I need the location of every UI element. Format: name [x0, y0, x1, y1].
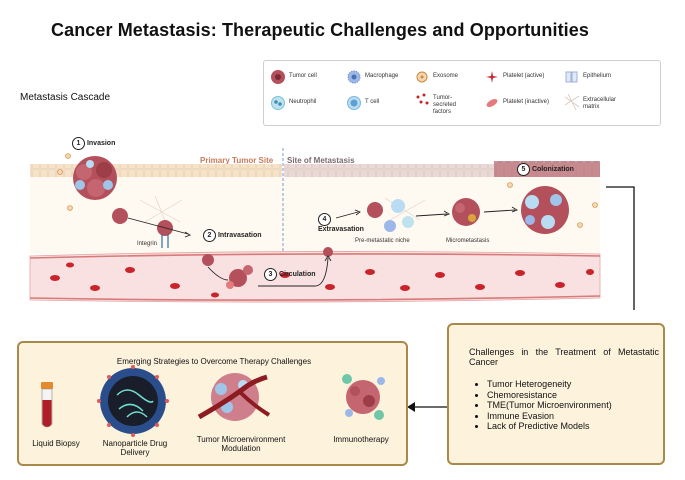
immunotherapy-icon [342, 374, 385, 420]
page-title: Cancer Metastasis: Therapeutic Challenge… [50, 20, 590, 40]
strategy-nanoparticle: Nanoparticle Drug Delivery [102, 439, 168, 457]
exosome-icon [416, 71, 428, 83]
epithelium-metastasis [284, 164, 494, 177]
cascade-arrows [127, 206, 519, 287]
ecm-icon [564, 93, 580, 111]
blood-vessel [29, 251, 601, 303]
red-blood-cells [50, 262, 594, 298]
tumor-factors-icon [416, 93, 429, 105]
strategy-liquid-biopsy: Liquid Biopsy [32, 439, 80, 448]
arrow-to-challenges [606, 186, 635, 310]
invading-cell [112, 208, 128, 224]
challenge-item: Chemoresistance [487, 390, 612, 401]
micrometastasis-label: Micrometastasis [446, 238, 490, 244]
step-invasion: 1 Invasion [72, 137, 115, 150]
macrophage-icon [347, 70, 361, 84]
epithelium-primary [30, 164, 282, 177]
primary-tumor-site-label: Primary Tumor Site [200, 156, 274, 165]
challenge-item: Tumor Heterogeneity [487, 379, 612, 390]
challenge-item: Immune Evasion [487, 411, 612, 422]
t-cell-icon [347, 96, 361, 110]
test-tube-icon [41, 382, 53, 428]
circulating-cluster [226, 265, 253, 289]
exosomes [57, 153, 598, 228]
cascade-label: Metastasis Cascade [20, 92, 111, 103]
platelet-inactive-icon [486, 99, 498, 107]
tumor-cell-icon [271, 70, 285, 84]
primary-tumor [73, 156, 117, 200]
neutrophil-icon [271, 96, 285, 110]
challenges-list: Tumor Heterogeneity Chemoresistance TME(… [471, 379, 612, 432]
challenges-title: Challenges in the Treatment of Metastati… [469, 347, 659, 367]
challenge-item: TME(Tumor Microenvironment) [487, 400, 612, 411]
step-intravasation: 2 Intravasation [203, 229, 262, 242]
strategy-immunotherapy: Immunotherapy [333, 435, 389, 444]
arrow-to-strategies [407, 402, 447, 412]
micrometastasis [452, 198, 480, 226]
strategies-box: Emerging Strategies to Overcome Therapy … [17, 341, 408, 466]
metastasis-site-label: Site of Metastasis [287, 156, 355, 165]
challenge-item: Lack of Predictive Models [487, 421, 612, 432]
platelet-active-icon [486, 71, 498, 83]
step-colonization: 5 Colonization [517, 163, 574, 176]
strategies-title: Emerging Strategies to Overcome Therapy … [116, 357, 312, 366]
integrin-label: Integrin [137, 241, 158, 247]
premetastatic-niche [367, 199, 414, 232]
metastasis-cascade-illustration [29, 148, 635, 310]
nanoparticle-icon [97, 365, 169, 437]
epithelium-icon [565, 71, 578, 83]
colonized-tumor [521, 186, 569, 234]
strategy-tme-modulation: Tumor Microenvironment Modulation [196, 435, 286, 453]
step-circulation: 3 Circulation [264, 268, 316, 281]
challenges-box: Challenges in the Treatment of Metastati… [447, 323, 665, 465]
legend: Tumor cell Macrophage Exosome Platelet (… [263, 60, 661, 126]
tumor-microenvironment-icon [197, 373, 271, 421]
premetastatic-niche-label: Pre-metastatic niche [355, 238, 410, 244]
